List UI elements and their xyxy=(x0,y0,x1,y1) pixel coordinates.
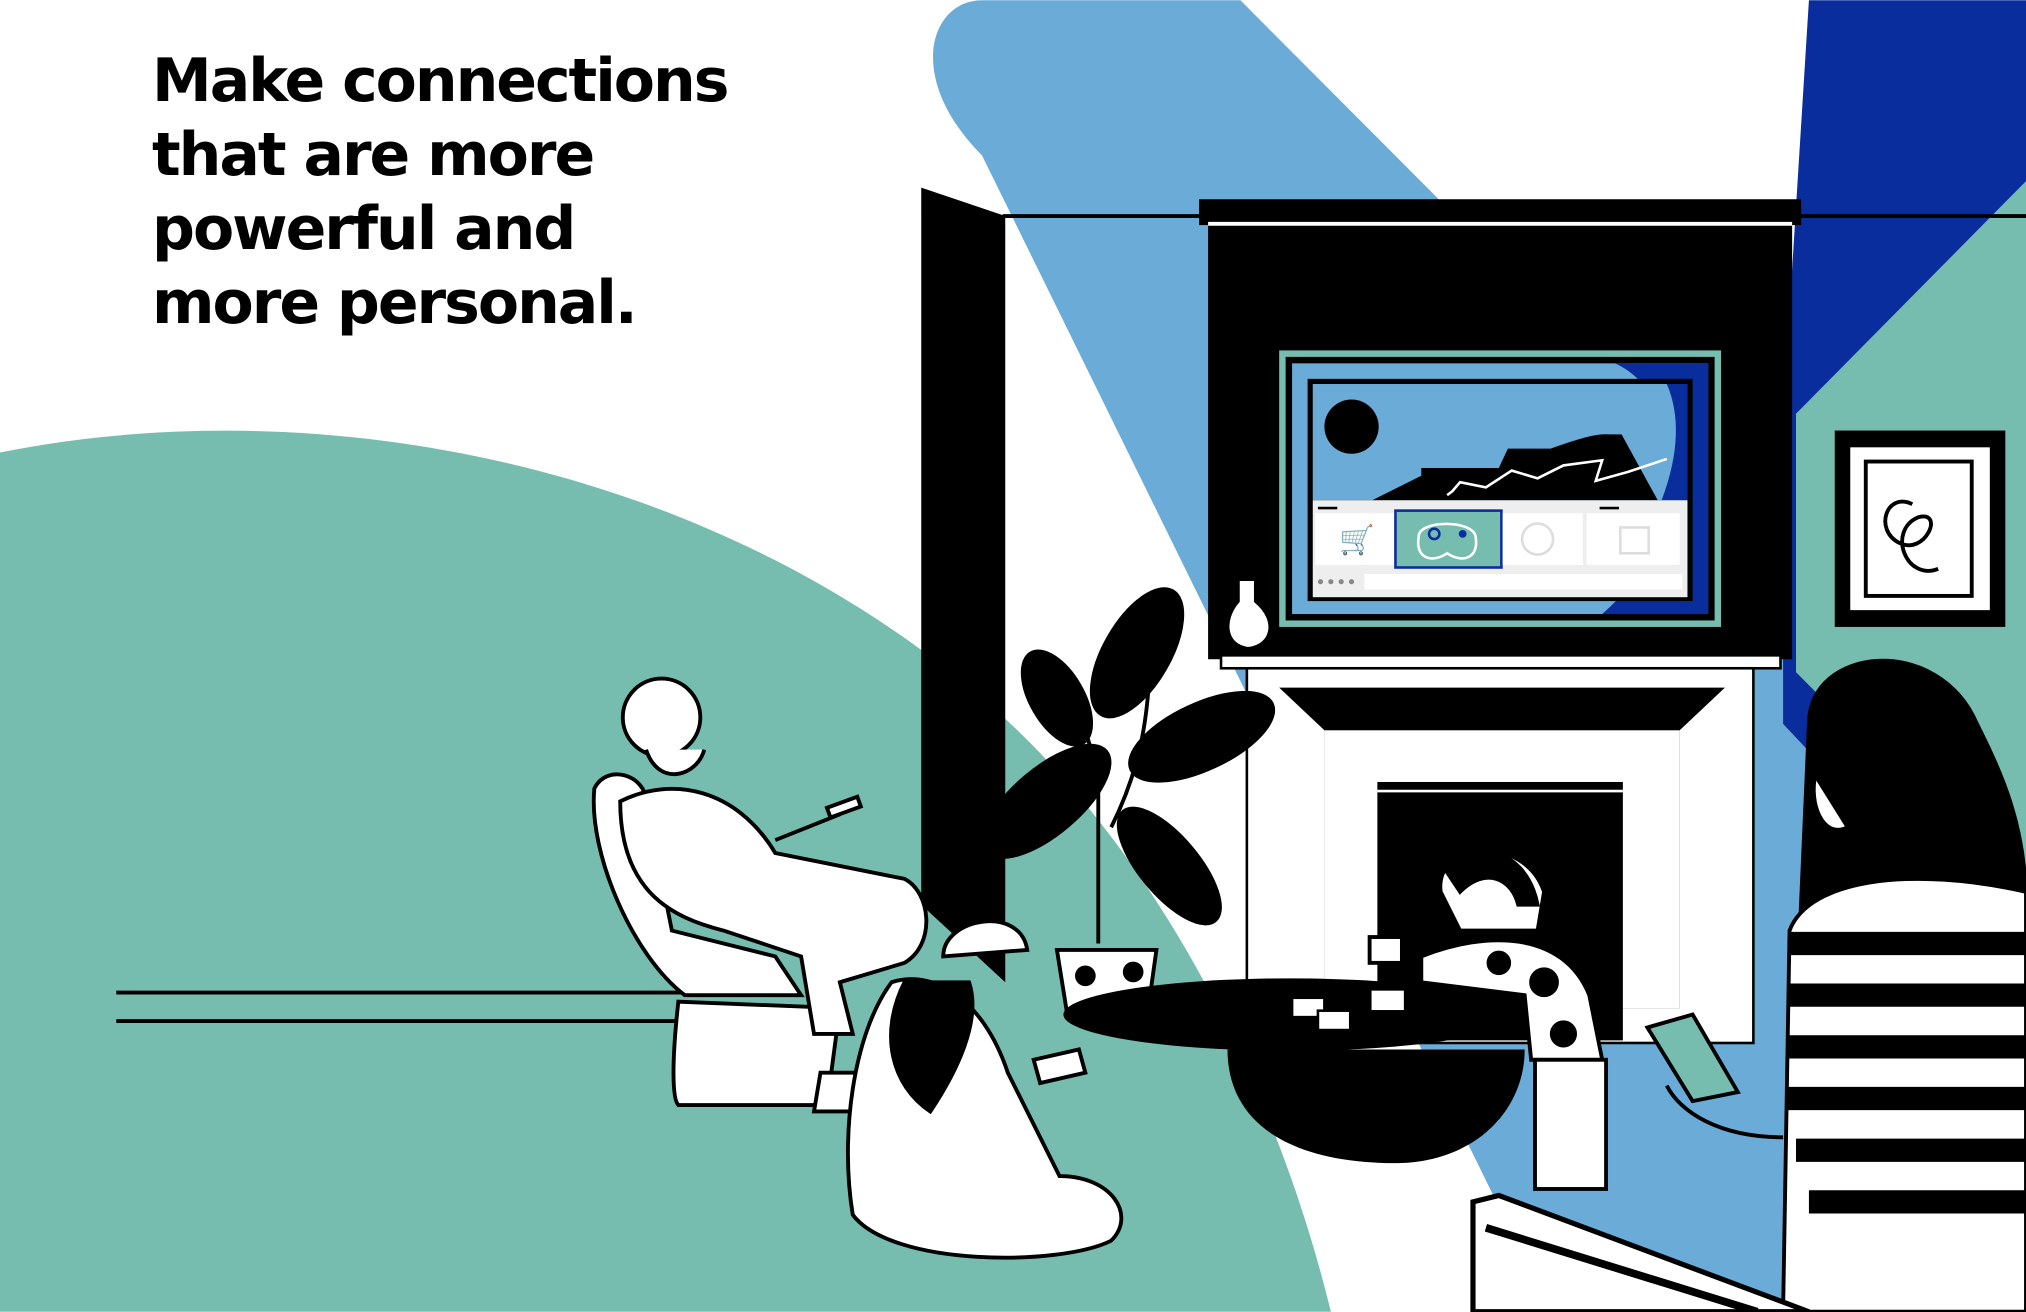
headline: Make connections that are more powerful … xyxy=(152,44,729,340)
mantel xyxy=(1219,654,1782,670)
framed-picture xyxy=(1834,430,2006,627)
smiley-icon xyxy=(1520,522,1555,556)
tile-clapperboard[interactable] xyxy=(1586,513,1680,565)
headline-line: powerful and xyxy=(152,194,576,264)
headline-line: that are more xyxy=(152,120,595,190)
tile-smiley[interactable] xyxy=(1502,513,1583,565)
girl-with-beanie xyxy=(845,919,1124,1260)
gamepad-icon xyxy=(1416,522,1478,560)
tile-cart[interactable] xyxy=(1315,513,1396,565)
tile-gamepad-selected[interactable] xyxy=(1394,509,1503,569)
woman-with-tablet xyxy=(1644,658,2026,1312)
potted-plant xyxy=(981,587,1276,1017)
man-in-chair xyxy=(591,676,929,1114)
curtain-rail xyxy=(1199,199,1802,226)
vase xyxy=(1225,577,1273,651)
headline-line: Make connections xyxy=(152,46,729,116)
tv: 🛒 xyxy=(1279,350,1722,627)
tv-app-row: 🛒 xyxy=(1315,506,1683,590)
cart-icon: 🛒 xyxy=(1339,523,1374,556)
open-door xyxy=(921,187,1006,983)
mountain xyxy=(1372,434,1658,501)
headline-line: more personal. xyxy=(152,268,638,338)
child-playing-blocks xyxy=(1367,848,1609,1191)
sun-icon xyxy=(1324,399,1379,454)
clapperboard-icon xyxy=(1618,526,1651,555)
